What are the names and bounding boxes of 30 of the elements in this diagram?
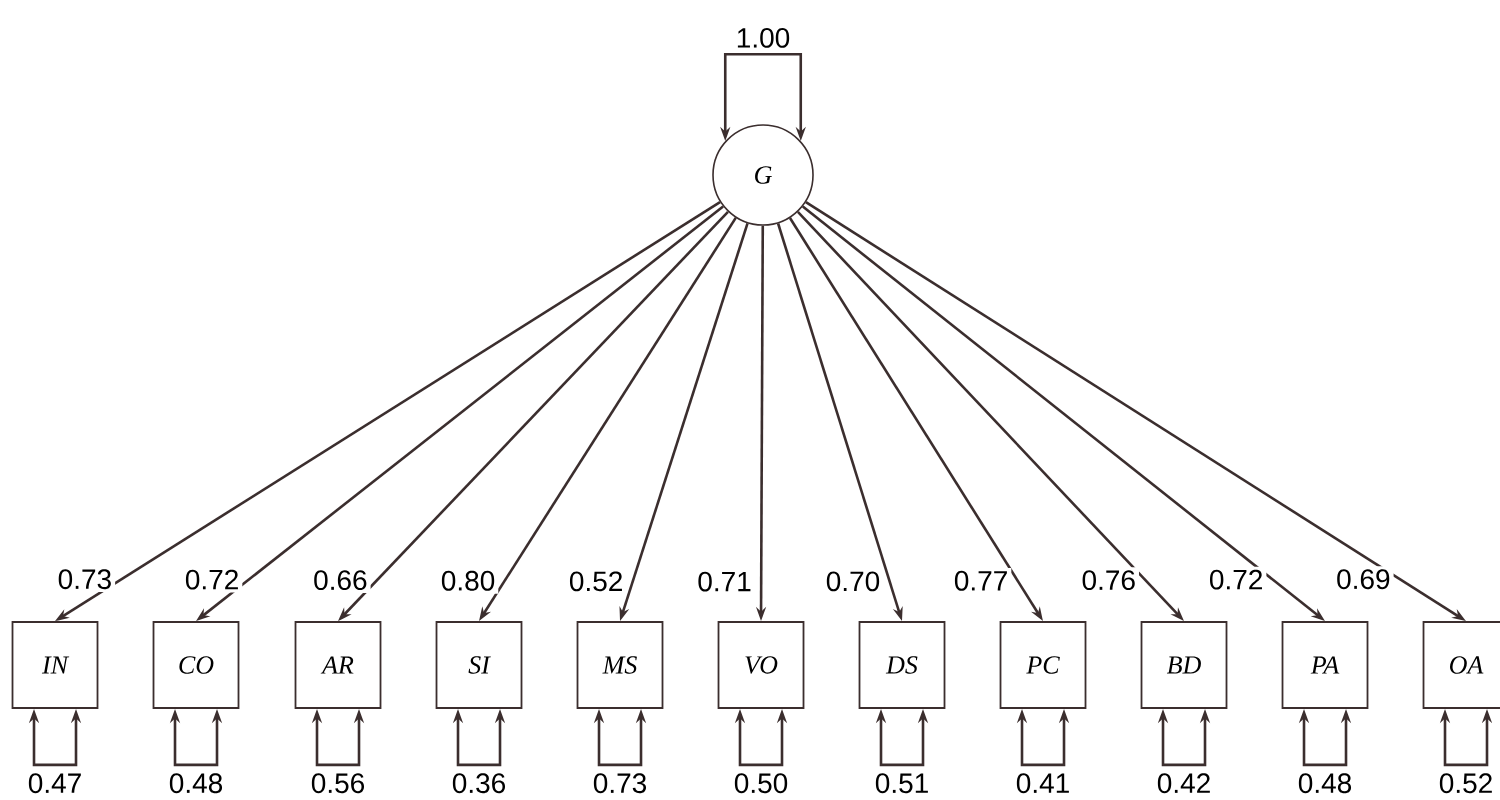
- edge-label: 0.73: [593, 773, 646, 794]
- variable-box: DS: [858, 621, 946, 709]
- edge-label: 1.00: [737, 27, 790, 48]
- variable-box: PA: [1281, 621, 1369, 709]
- edge-label: 0.56: [311, 773, 364, 794]
- variable-box: IN: [11, 621, 99, 709]
- edge-label: 0.48: [1298, 773, 1352, 794]
- edge-label: 0.42: [1157, 773, 1210, 794]
- variable-box: CO: [152, 621, 240, 709]
- edge-label: 0.52: [565, 568, 627, 595]
- variable-box: MS: [576, 621, 664, 709]
- edge-label: 0.69: [1333, 566, 1394, 593]
- variable-box: SI: [435, 621, 523, 709]
- variable-box: OA: [1422, 621, 1500, 709]
- edge-label: 0.76: [1078, 567, 1139, 594]
- variable-box: PC: [999, 621, 1087, 709]
- variable-box: AR: [294, 621, 382, 709]
- variable-box: VO: [717, 621, 805, 709]
- edge-label: 0.50: [734, 773, 788, 794]
- edge-label: 0.71: [694, 568, 755, 595]
- variable-box: BD: [1140, 621, 1228, 709]
- edge-label: 0.52: [1439, 773, 1492, 794]
- edge-label: 0.48: [169, 773, 223, 794]
- edge-label: 0.41: [1016, 773, 1069, 794]
- edge-label: 0.73: [54, 566, 116, 593]
- edge-label: 0.36: [452, 773, 505, 794]
- edge-label: 0.51: [875, 773, 928, 794]
- edge-label: 0.66: [310, 567, 371, 594]
- edge-label: 0.47: [28, 773, 81, 794]
- edge-label: 0.70: [822, 568, 884, 595]
